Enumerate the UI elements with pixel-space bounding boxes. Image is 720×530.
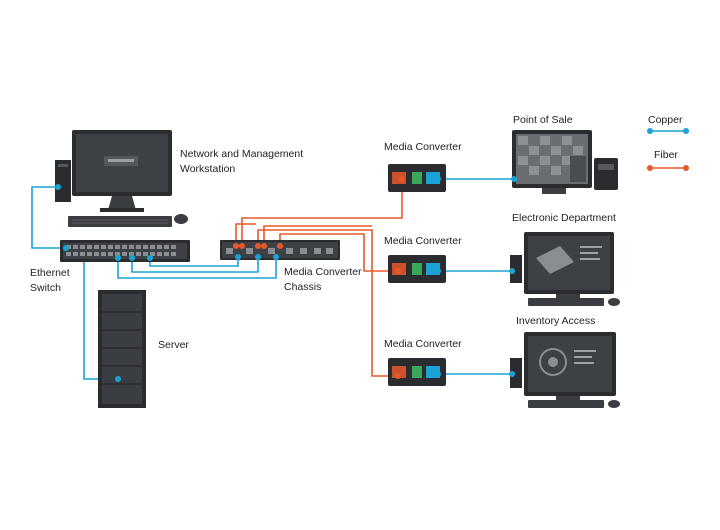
electronic-department-pc <box>509 232 620 306</box>
switch-label-line1: Ethernet <box>30 267 70 279</box>
cable-switch-chassis-1 <box>117 258 277 279</box>
fiber-chassis-converter3 <box>257 229 396 377</box>
chassis-label-line1: Media Converter <box>284 266 362 278</box>
chassis-label-line2: Chassis <box>284 281 322 293</box>
media-converter-chassis <box>220 240 340 260</box>
point-of-sale-terminal <box>511 130 618 194</box>
electronic-label: Electronic Department <box>512 212 616 224</box>
switch-label-line2: Switch <box>30 282 61 294</box>
fiber-chassis-converter1-b <box>263 225 372 244</box>
legend-copper-line <box>647 128 689 134</box>
switch-label: Ethernet Switch <box>30 266 70 296</box>
workstation-label-line1: Network and Management <box>180 148 304 160</box>
converter-2-label: Media Converter <box>384 235 462 247</box>
legend-fiber-label: Fiber <box>654 149 678 161</box>
cable-switch-chassis-2 <box>131 258 259 273</box>
chassis-label: Media Converter Chassis <box>284 265 362 295</box>
server-label: Server <box>158 339 189 351</box>
media-converter-1 <box>388 164 446 192</box>
media-converter-3 <box>388 358 446 386</box>
workstation-label: Network and Management Workstation <box>180 147 303 177</box>
receipt-printer <box>594 158 618 190</box>
fiber-chassis-converter1 <box>241 180 403 244</box>
workstation-label-line2: Workstation <box>180 163 236 175</box>
pos-label: Point of Sale <box>513 114 573 126</box>
fiber-chassis-converter2-b <box>235 223 256 244</box>
fiber-chassis-converter2 <box>279 233 396 272</box>
converter-3-label: Media Converter <box>384 338 462 350</box>
server <box>98 290 146 408</box>
legend-copper-label: Copper <box>648 114 683 126</box>
cable-workstation-switch <box>31 186 66 249</box>
converter-1-label: Media Converter <box>384 141 462 153</box>
legend-fiber-line <box>647 165 689 171</box>
keyboard <box>68 216 172 227</box>
media-converter-2 <box>388 255 446 283</box>
inventory-access-pc <box>509 332 620 408</box>
inventory-label: Inventory Access <box>516 315 596 327</box>
workstation <box>55 130 188 227</box>
fiber-cables <box>235 180 403 377</box>
mouse <box>174 214 188 224</box>
workstation-tower <box>55 160 71 202</box>
ethernet-switch <box>60 240 190 262</box>
cable-switch-chassis-3 <box>149 258 239 267</box>
